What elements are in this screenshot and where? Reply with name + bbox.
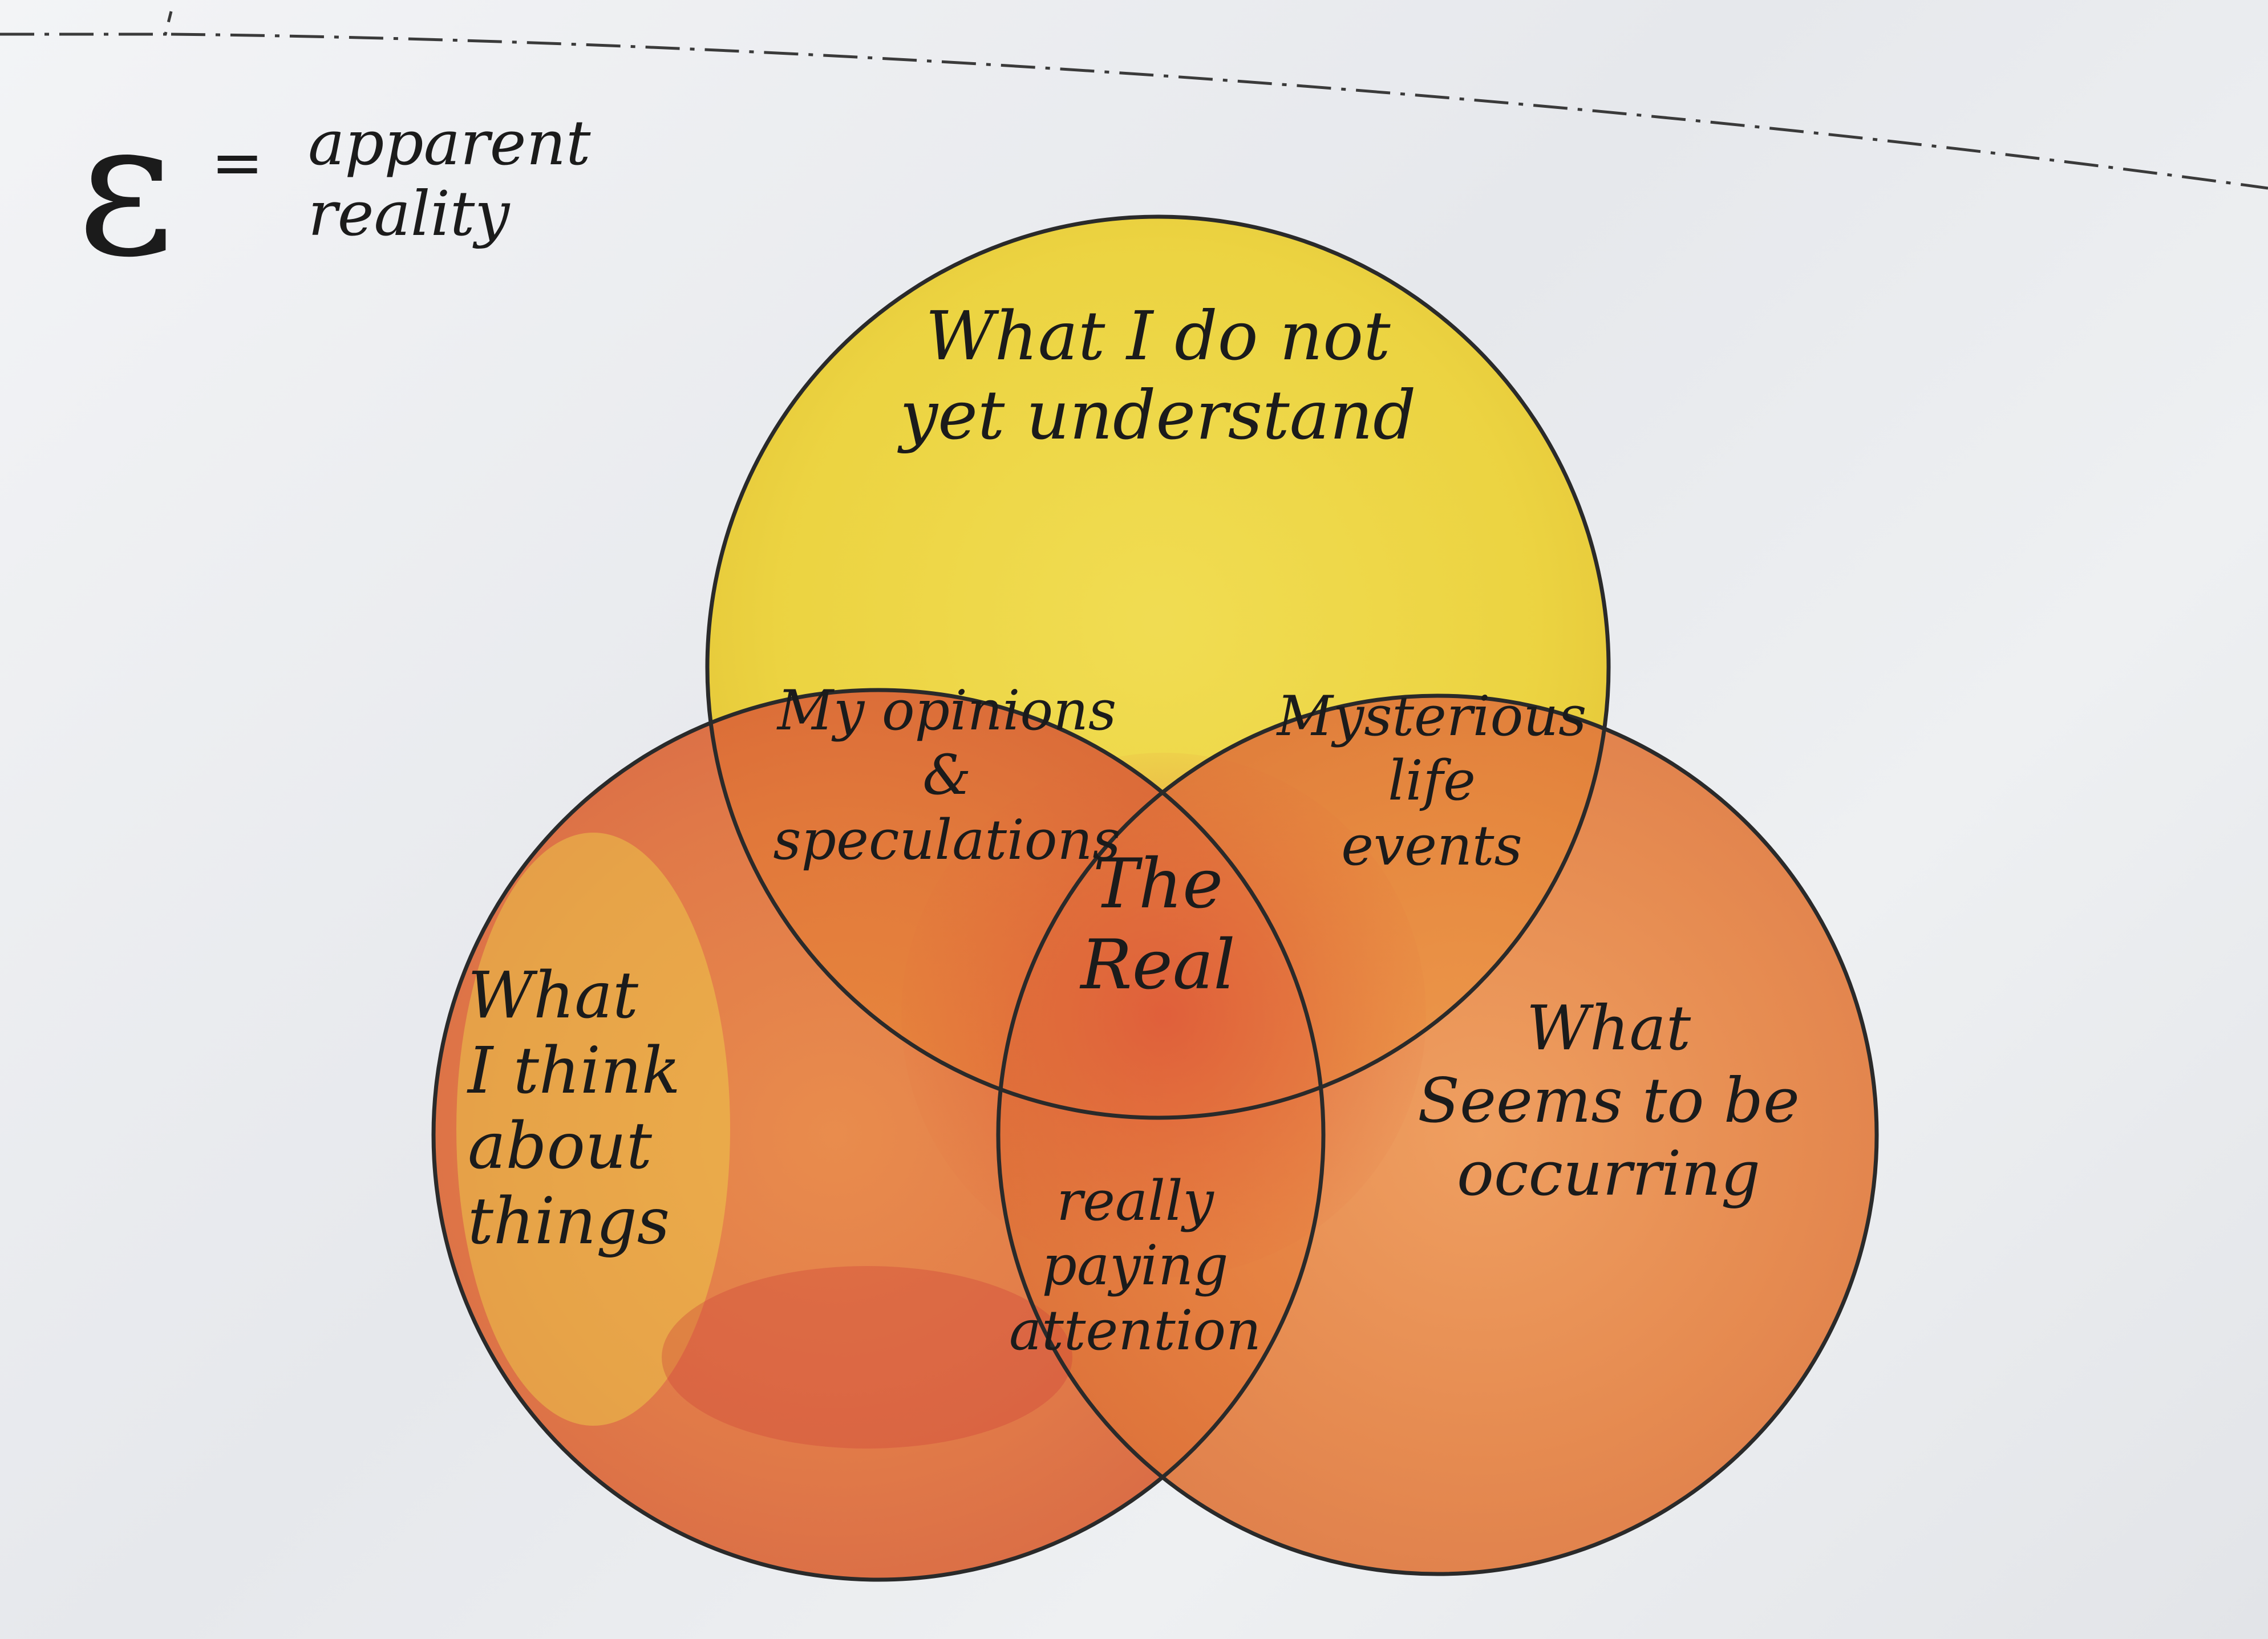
fold-line bbox=[0, 11, 2268, 190]
label-bottom: really paying attention bbox=[1009, 1169, 1261, 1362]
center-wash bbox=[901, 753, 1426, 1277]
top-circle-outline bbox=[705, 214, 1611, 1120]
left-red-streak bbox=[662, 1266, 1072, 1449]
label-left: What I think about things bbox=[468, 959, 681, 1259]
epsilon-symbol: ε bbox=[76, 79, 175, 298]
legend-definition: apparent reality bbox=[308, 108, 591, 250]
left-circle-outline bbox=[431, 688, 1326, 1582]
label-center: The Real bbox=[1080, 845, 1236, 1005]
label-top-right: Mysterious life events bbox=[1277, 684, 1587, 878]
label-top-left: My opinions & speculations bbox=[773, 679, 1121, 872]
label-right: What Seems to be occurring bbox=[1418, 993, 1800, 1210]
equals-sign: = bbox=[211, 126, 264, 199]
label-top: What I do not yet understand bbox=[900, 297, 1416, 455]
right-circle-outline bbox=[996, 693, 1879, 1576]
left-yellow-rim bbox=[456, 833, 730, 1426]
